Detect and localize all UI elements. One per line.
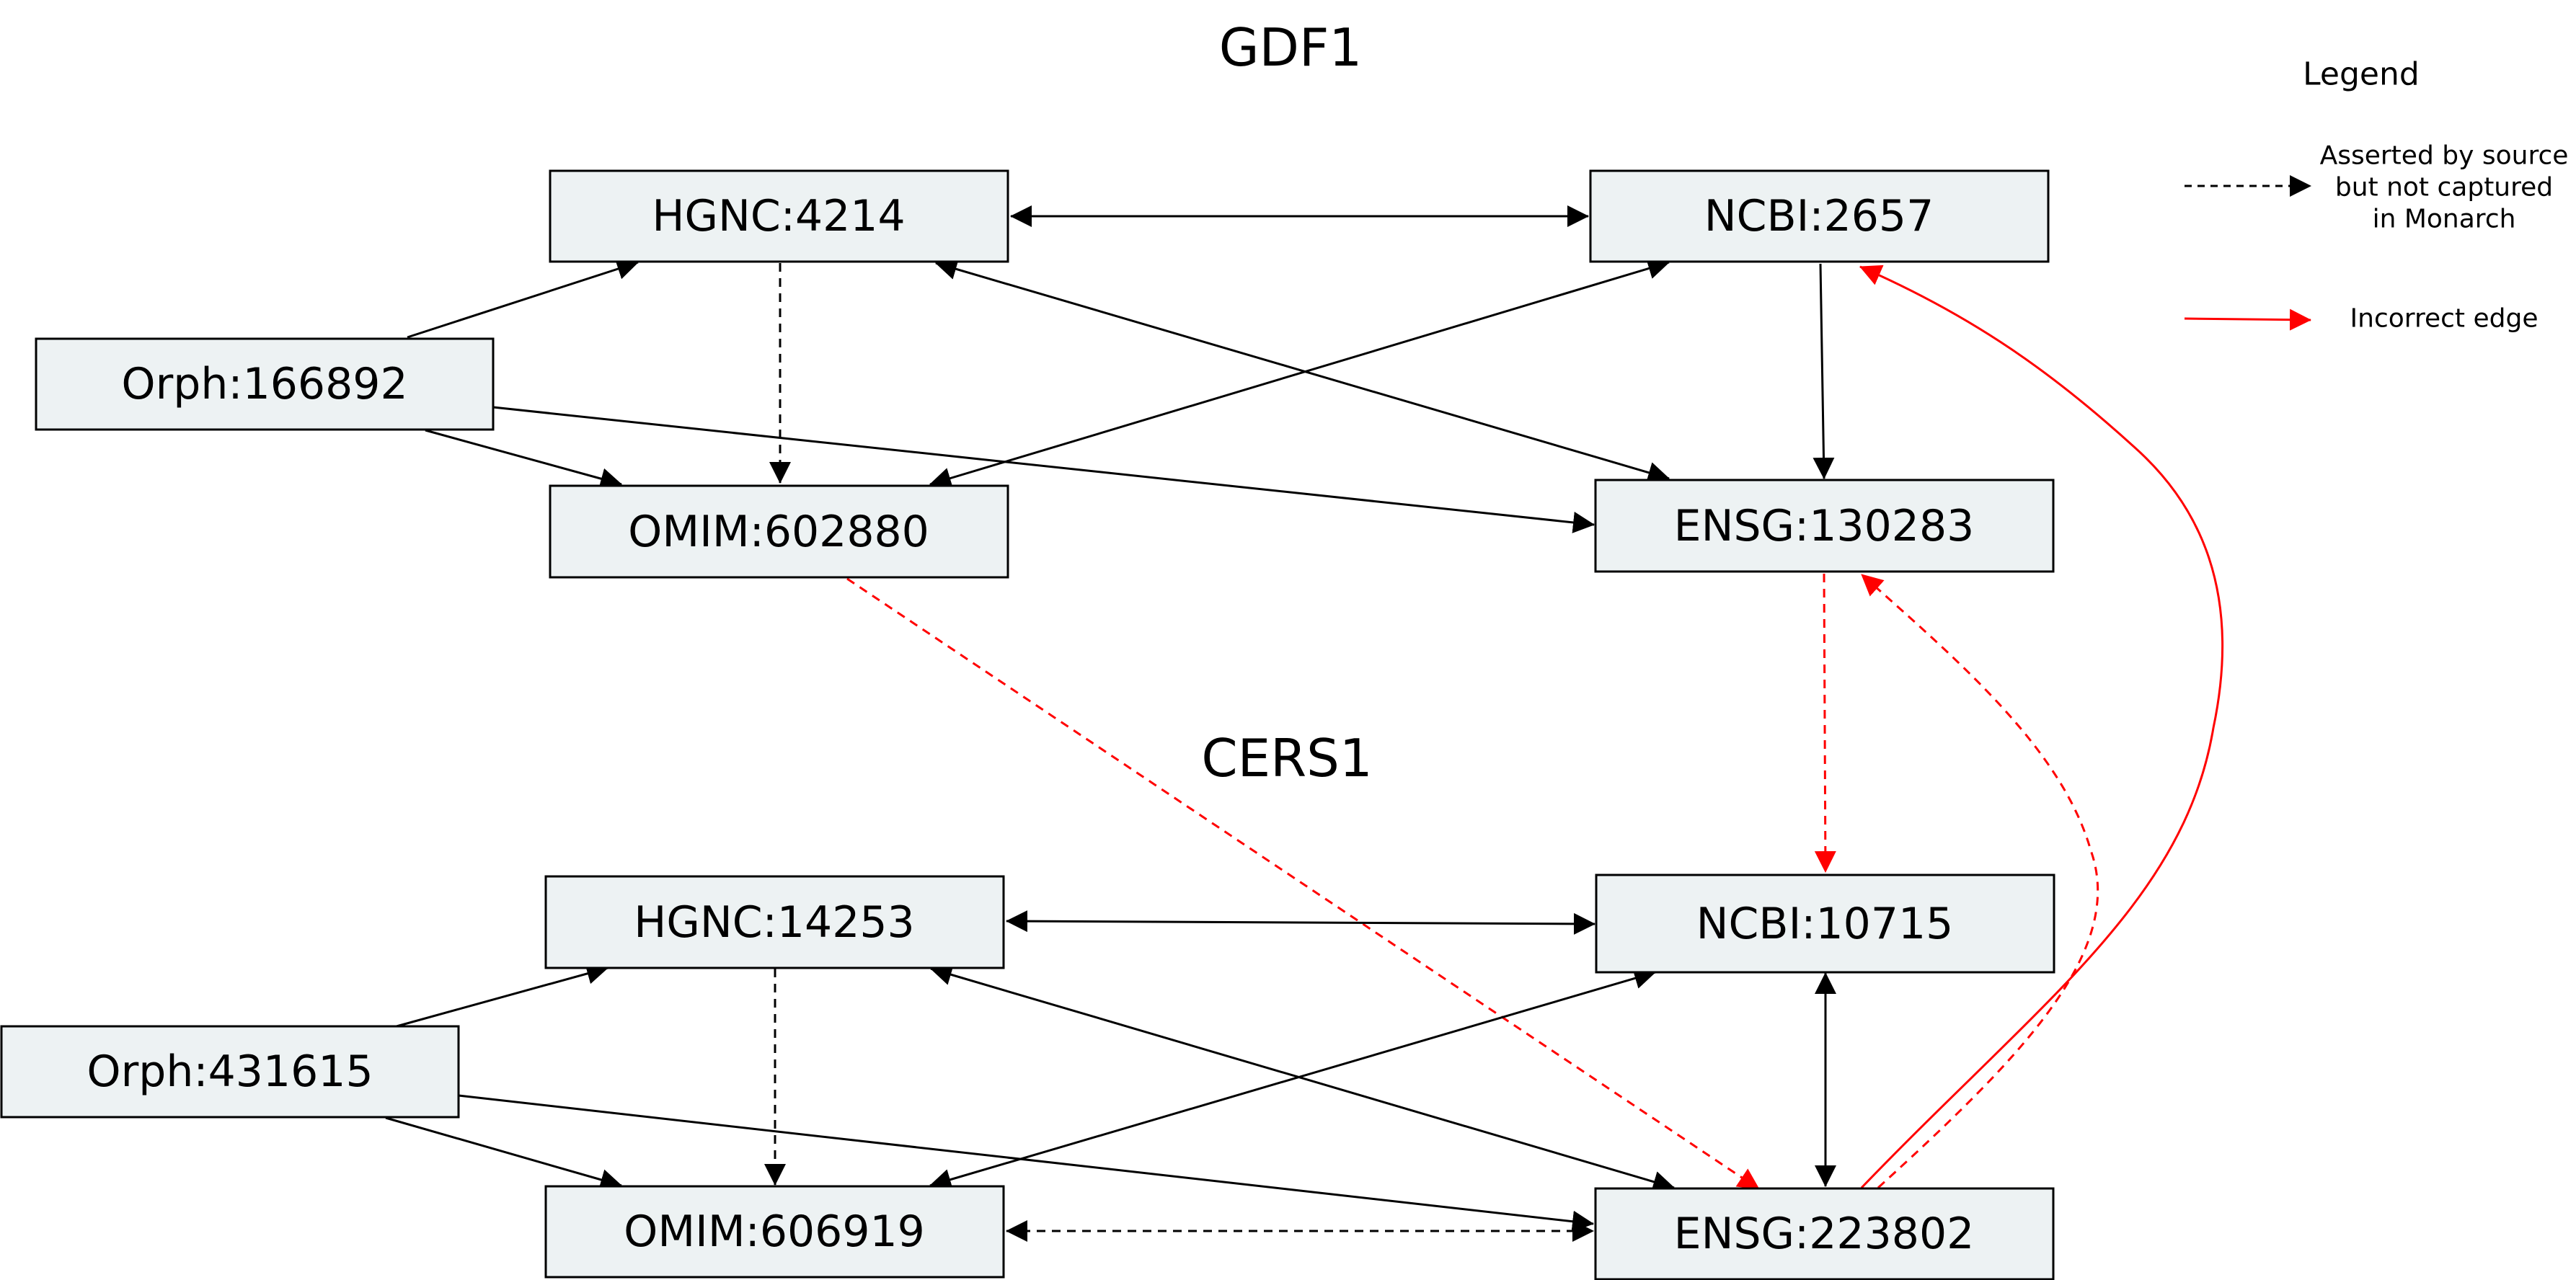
node-orph-431615: Orph:431615 bbox=[0, 1025, 460, 1119]
node-hgnc-14253: HGNC:14253 bbox=[544, 875, 1005, 969]
edge-hgnc14253-ncbi10715 bbox=[1006, 910, 1595, 935]
legend-red-label: Incorrect edge bbox=[2350, 304, 2539, 334]
node-label: HGNC:14253 bbox=[634, 897, 914, 948]
edge-ensg223802-ensg130283 bbox=[1861, 573, 2099, 1189]
edge-ensg223802-ncbi2657 bbox=[1859, 265, 2224, 1189]
node-label: Orph:431615 bbox=[87, 1046, 373, 1097]
legend-red-arrow bbox=[2184, 308, 2311, 331]
node-omim-602880: OMIM:602880 bbox=[549, 484, 1009, 579]
node-orph-166892: Orph:166892 bbox=[35, 337, 495, 431]
legend: Legend Asserted by source but not captur… bbox=[2184, 56, 2569, 334]
gdf1-title: GDF1 bbox=[1219, 17, 1362, 78]
node-ensg-223802: ENSG:223802 bbox=[1594, 1187, 2055, 1280]
legend-dashed-label-line2: but not captured bbox=[2335, 173, 2553, 203]
node-label: OMIM:602880 bbox=[628, 507, 929, 557]
incorrect-edges bbox=[846, 265, 2224, 1191]
node-label: NCBI:10715 bbox=[1696, 899, 1954, 949]
edge-hgnc14253-ensg223802 bbox=[930, 964, 1675, 1193]
node-label: NCBI:2657 bbox=[1704, 191, 1934, 241]
legend-dashed-label-line3: in Monarch bbox=[2373, 205, 2516, 234]
node-label: ENSG:223802 bbox=[1674, 1209, 1975, 1259]
node-label: ENSG:130283 bbox=[1674, 501, 1975, 551]
edge-ensg130283-ncbi10715 bbox=[1814, 573, 1836, 873]
node-label: Orph:166892 bbox=[121, 359, 407, 409]
node-ensg-130283: ENSG:130283 bbox=[1594, 479, 2055, 573]
node-ncbi-10715: NCBI:10715 bbox=[1595, 874, 2055, 974]
node-omim-606919: OMIM:606919 bbox=[544, 1185, 1005, 1279]
edge-omim606919-ncbi10715 bbox=[929, 967, 1656, 1191]
node-hgnc-4214: HGNC:4214 bbox=[549, 169, 1009, 263]
edge-orph431615-hgnc14253 bbox=[396, 963, 608, 1028]
node-label: HGNC:4214 bbox=[652, 191, 905, 241]
node-label: OMIM:606919 bbox=[624, 1206, 925, 1257]
legend-dashed-label-line1: Asserted by source bbox=[2320, 141, 2569, 171]
cers1-edges bbox=[385, 910, 1836, 1242]
edge-ncbi2657-ensg130283 bbox=[1813, 263, 1835, 479]
edge-orph166892-omim602880 bbox=[425, 429, 622, 489]
edge-orph166892-hgnc4214 bbox=[407, 258, 639, 339]
edge-orph431615-omim606919 bbox=[385, 1116, 622, 1191]
cers1-title: CERS1 bbox=[1201, 728, 1372, 788]
node-ncbi-2657: NCBI:2657 bbox=[1589, 169, 2050, 263]
edge-omim602880-ncbi2657 bbox=[929, 257, 1670, 489]
gdf1-edges bbox=[407, 205, 1835, 533]
legend-title: Legend bbox=[2303, 56, 2420, 93]
